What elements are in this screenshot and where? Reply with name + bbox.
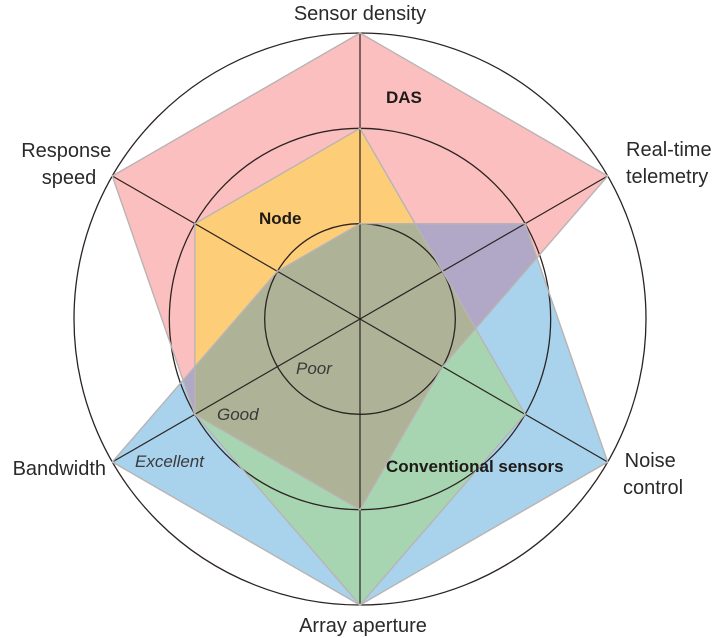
spoke-bandwidth (112, 318, 361, 463)
point-conventional-sensors-noise-control (606, 461, 609, 463)
spoke-noise-control (359, 318, 608, 463)
axis-label-noise-control: Noise control (623, 450, 683, 499)
point-node-response-speed (194, 222, 196, 225)
series-label-conventional-sensors: Conventional sensors (386, 457, 564, 476)
point-node-bandwidth (194, 413, 196, 416)
axis-label-array-aperture: Array aperture (299, 615, 427, 637)
point-node-sensor-density (359, 127, 361, 130)
spoke-real-time-telemetry (359, 175, 608, 320)
point-das-response-speed (111, 175, 114, 177)
point-conventional-sensors-real-time-telemetry (524, 222, 526, 225)
point-conventional-sensors-sensor-density (359, 222, 361, 225)
series-label-node: Node (259, 209, 302, 228)
axis-label-sensor-density: Sensor density (294, 3, 426, 25)
level-label-good: Good (217, 405, 259, 424)
axis-label-response-speed: Response speed (21, 140, 117, 189)
point-das-real-time-telemetry (606, 175, 609, 177)
axis-spokes (112, 33, 608, 605)
level-label-poor: Poor (296, 359, 333, 378)
axis-label-bandwidth: Bandwidth (13, 458, 106, 480)
series-label-das: DAS (386, 88, 422, 107)
point-conventional-sensors-array-aperture (359, 604, 361, 606)
point-das-array-aperture (359, 508, 361, 511)
spoke-response-speed (112, 175, 361, 320)
point-node-real-time-telemetry (441, 270, 444, 273)
point-node-noise-control (524, 413, 526, 416)
point-conventional-sensors-bandwidth (111, 461, 114, 463)
point-das-sensor-density (359, 32, 361, 34)
level-label-excellent: Excellent (135, 452, 205, 471)
point-conventional-sensors-response-speed (276, 270, 279, 273)
point-das-noise-control (441, 365, 444, 368)
series-outlines (111, 32, 609, 606)
axis-label-real-time-telemetry: Real-time telemetry (626, 139, 717, 188)
